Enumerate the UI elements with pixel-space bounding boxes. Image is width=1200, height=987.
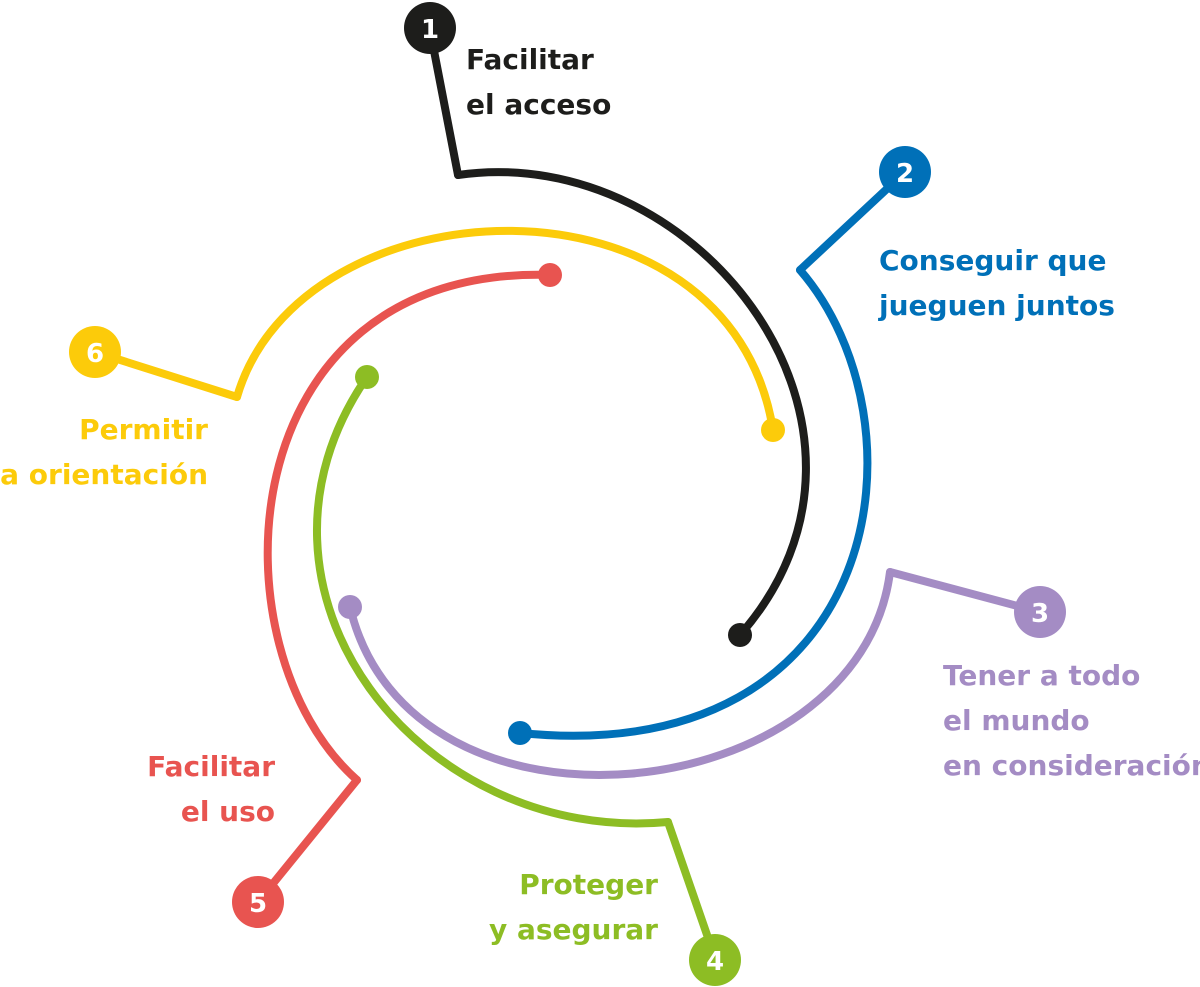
item-3-label-line: en consideración — [943, 749, 1200, 782]
item-5-label-line: Facilitar — [147, 750, 275, 783]
item-3-label: Tener a todo el mundo en consideración — [943, 653, 1200, 788]
item-6-end-dot — [761, 418, 785, 442]
item-4-label-line: Proteger — [519, 868, 658, 901]
item-1-label-line: Facilitar — [466, 43, 594, 76]
item-4-graphic: 4 — [313, 365, 741, 986]
item-3-label-line: Tener a todo — [943, 659, 1141, 692]
item-4-number-badge — [689, 934, 741, 986]
item-3-end-dot — [338, 595, 362, 619]
item-5-number: 5 — [249, 889, 267, 919]
item-1-number-badge — [404, 2, 456, 54]
item-5-label-line: el uso — [180, 795, 275, 828]
item-3-number: 3 — [1031, 599, 1049, 629]
item-3-number-badge — [1014, 586, 1066, 638]
item-6-graphic: 6 — [69, 226, 785, 442]
item-2-graphic: 2 — [508, 146, 931, 745]
item-2-number-badge — [879, 146, 931, 198]
item-6-label-line: Permitir — [79, 413, 208, 446]
item-1-arc — [454, 168, 810, 639]
item-5-connector — [254, 776, 361, 906]
item-2-number: 2 — [896, 159, 914, 189]
item-4-label-line: y asegurar — [488, 913, 658, 946]
item-2-label-line: jueguen juntos — [879, 289, 1115, 322]
item-1-label: Facilitar el acceso — [466, 37, 611, 127]
item-5-number-badge — [232, 876, 284, 928]
item-6-arc — [233, 226, 777, 434]
item-6-number: 6 — [86, 339, 104, 369]
item-6-label: Permitir la orientación — [0, 407, 208, 497]
item-6-label-line: la orientación — [0, 458, 208, 491]
item-5-end-dot — [538, 263, 562, 287]
item-1-number: 1 — [421, 15, 439, 45]
item-5-label: Facilitar el uso — [147, 744, 275, 834]
item-4-arc — [313, 373, 672, 828]
item-4-label: Proteger y asegurar — [489, 862, 658, 952]
item-1-graphic: 1 — [404, 2, 810, 647]
item-4-end-dot — [355, 365, 379, 389]
item-1-end-dot — [728, 623, 752, 647]
item-1-connector — [426, 26, 462, 179]
item-6-number-badge — [69, 326, 121, 378]
item-2-label: Conseguir que jueguen juntos — [879, 238, 1115, 328]
item-4-number: 4 — [706, 947, 724, 977]
item-3-label-line: el mundo — [943, 704, 1090, 737]
item-1-label-line: el acceso — [466, 88, 612, 121]
item-5-arc — [263, 270, 554, 784]
item-5-graphic: 5 — [232, 263, 562, 928]
item-3-arc — [346, 568, 894, 779]
item-2-end-dot — [508, 721, 532, 745]
item-2-arc — [516, 266, 872, 740]
item-2-label-line: Conseguir que — [879, 244, 1107, 277]
item-3-graphic: 3 — [338, 568, 1066, 779]
